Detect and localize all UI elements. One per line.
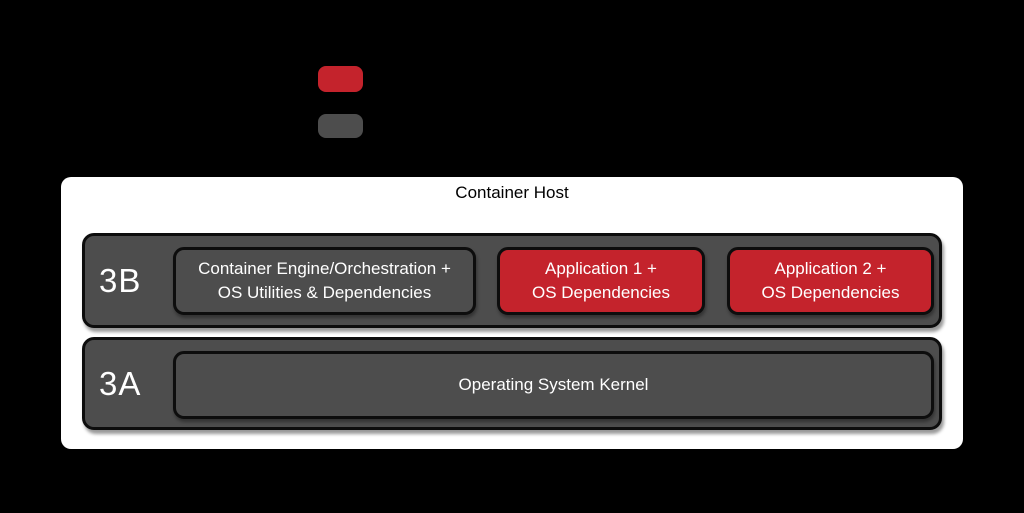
os-kernel-box: Operating System Kernel	[173, 351, 934, 419]
container-engine-box: Container Engine/Orchestration + OS Util…	[173, 247, 476, 315]
application-1-box: Application 1 + OS Dependencies	[497, 247, 705, 315]
application-2-box: Application 2 + OS Dependencies	[727, 247, 934, 315]
layer-row-3b: 3B Container Engine/Orchestration + OS U…	[82, 233, 942, 328]
container-host-panel: Container Host 3B Container Engine/Orche…	[61, 177, 963, 449]
container-host-title: Container Host	[455, 183, 569, 202]
layer-row-3a: 3A Operating System Kernel	[82, 337, 942, 430]
legend-red-swatch	[318, 66, 363, 92]
layer-label-3b: 3B	[99, 261, 142, 299]
legend-gray-swatch	[318, 114, 363, 138]
layer-label-3a: 3A	[99, 364, 142, 402]
